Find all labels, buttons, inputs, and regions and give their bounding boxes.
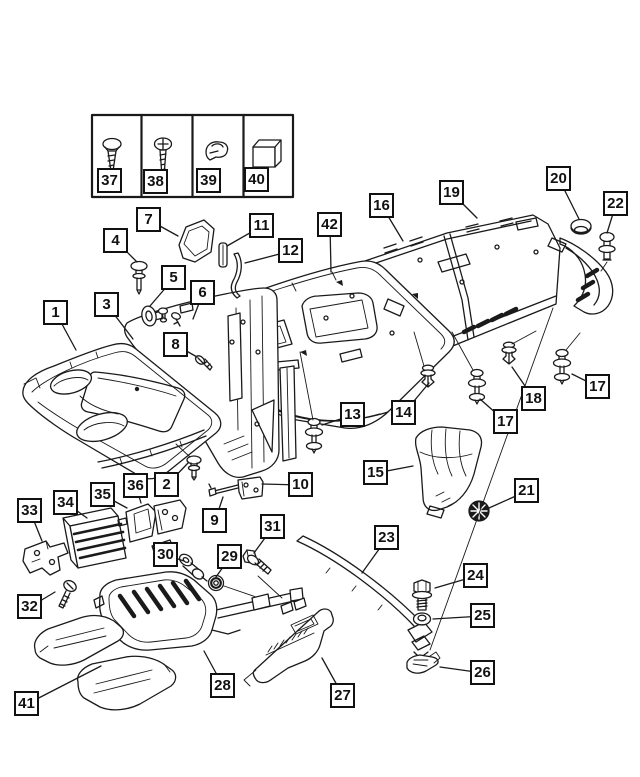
push-pin-22: [598, 231, 616, 261]
washer-29: [207, 574, 225, 592]
callout-15[interactable]: 15: [363, 460, 388, 485]
push-pin-17b: [552, 348, 572, 385]
part-air-duct-15: [414, 426, 483, 519]
washer-25: [412, 612, 432, 626]
callout-14[interactable]: 14: [391, 400, 416, 425]
callout-20[interactable]: 20: [546, 166, 571, 191]
callout-12[interactable]: 12: [278, 238, 303, 263]
callout-35[interactable]: 35: [90, 482, 115, 507]
clip-pin-18: [501, 341, 517, 365]
push-pin-13: [304, 417, 324, 454]
attachment-lines: [175, 261, 608, 599]
fastener-set-5: [141, 305, 182, 327]
mats-41: [33, 614, 177, 711]
push-pin-17a: [467, 368, 487, 405]
part-module-34: [62, 507, 128, 569]
callout-40[interactable]: 40: [244, 167, 269, 192]
bolt-31: [242, 549, 272, 575]
callout-9[interactable]: 9: [202, 508, 227, 533]
callout-18[interactable]: 18: [521, 386, 546, 411]
clip-pin-14: [420, 364, 436, 388]
plate-36: [153, 499, 187, 535]
callout-36[interactable]: 36: [123, 473, 148, 498]
grommet-21: [468, 500, 490, 522]
retainer-35: [125, 503, 157, 543]
callout-26[interactable]: 26: [470, 660, 495, 685]
callout-13[interactable]: 13: [340, 402, 365, 427]
callout-16[interactable]: 16: [369, 193, 394, 218]
rod-bracket-9-10: [208, 476, 264, 500]
callout-6[interactable]: 6: [190, 280, 215, 305]
bolt-24: [411, 579, 433, 611]
retainer-strip-11: [218, 242, 228, 268]
callout-27[interactable]: 27: [330, 683, 355, 708]
dome-grommet-20: [570, 218, 592, 235]
callout-3[interactable]: 3: [94, 292, 119, 317]
callout-32[interactable]: 32: [17, 594, 42, 619]
spring-clip-icon: [205, 141, 229, 161]
callout-10[interactable]: 10: [288, 472, 313, 497]
callout-19[interactable]: 19: [439, 180, 464, 205]
callout-29[interactable]: 29: [217, 544, 242, 569]
bracket-33: [22, 540, 69, 576]
callout-31[interactable]: 31: [260, 514, 285, 539]
callout-2[interactable]: 2: [154, 472, 179, 497]
callout-5[interactable]: 5: [161, 265, 186, 290]
leader-line-41: [26, 665, 102, 705]
callout-17[interactable]: 17: [493, 409, 518, 434]
callout-8[interactable]: 8: [163, 332, 188, 357]
part-front-headliner: [22, 342, 222, 480]
callout-24[interactable]: 24: [463, 563, 488, 588]
callout-34[interactable]: 34: [53, 490, 78, 515]
part-visor-panel-7: [178, 219, 215, 263]
callout-21[interactable]: 21: [514, 478, 539, 503]
callout-38[interactable]: 38: [143, 169, 168, 194]
callout-1[interactable]: 1: [43, 300, 68, 325]
callout-28[interactable]: 28: [210, 673, 235, 698]
push-pin-4: [130, 260, 148, 295]
callout-25[interactable]: 25: [470, 603, 495, 628]
molding-strip-12: [230, 252, 242, 299]
callout-4[interactable]: 4: [103, 228, 128, 253]
callout-41[interactable]: 41: [14, 691, 39, 716]
bracket-27: [243, 608, 334, 687]
clip-26: [406, 651, 441, 674]
callout-37[interactable]: 37: [97, 168, 122, 193]
callout-30[interactable]: 30: [153, 542, 178, 567]
foam-pad-icon: [252, 139, 282, 168]
pin-30: [178, 553, 208, 582]
callout-33[interactable]: 33: [17, 498, 42, 523]
callout-17a[interactable]: 17: [585, 374, 610, 399]
callout-39[interactable]: 39: [196, 168, 221, 193]
callout-22[interactable]: 22: [603, 191, 628, 216]
part-rear-end-cap: [547, 237, 614, 315]
screw-32: [58, 579, 77, 609]
callout-7[interactable]: 7: [136, 207, 161, 232]
push-pin-2: [186, 455, 202, 481]
callout-11[interactable]: 11: [249, 213, 274, 238]
callout-23[interactable]: 23: [374, 525, 399, 550]
callout-42[interactable]: 42: [317, 212, 342, 237]
